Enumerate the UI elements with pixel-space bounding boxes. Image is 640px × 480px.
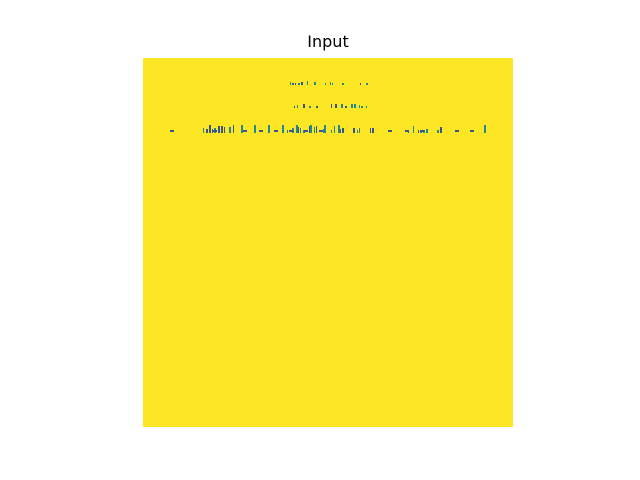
pixel-glyph-mark (342, 83, 344, 85)
pixel-glyph-mark (297, 105, 298, 108)
pixel-glyph-mark (307, 81, 308, 85)
pixel-glyph-mark (224, 127, 225, 133)
pixel-glyph-mark (325, 83, 326, 85)
pixel-glyph-mark (209, 125, 211, 133)
pixel-dash-mark (274, 130, 278, 132)
pixel-dash-mark (243, 130, 247, 132)
pixel-dash-mark (170, 130, 174, 132)
pixel-tick-mark (268, 125, 270, 133)
pixel-glyph-mark (426, 129, 428, 133)
pixel-glyph-mark (316, 106, 318, 108)
pixel-dash-mark (405, 130, 409, 132)
pixel-glyph-mark (314, 127, 315, 133)
pixel-glyph-mark (332, 83, 333, 85)
pixel-dash-mark (319, 130, 323, 132)
text-strip-line-1 (290, 81, 368, 85)
input-image (143, 58, 513, 427)
pixel-dash-mark (420, 130, 424, 132)
pixel-glyph-mark (357, 130, 358, 133)
pixel-glyph-mark (292, 83, 294, 85)
pixel-glyph-mark (360, 83, 361, 85)
pixel-tick-mark (338, 125, 340, 133)
image-background (143, 58, 513, 427)
pixel-glyph-mark (418, 130, 419, 133)
pixel-tick-mark (241, 125, 243, 133)
pixel-glyph-mark (287, 130, 288, 133)
pixel-glyph-mark (290, 82, 291, 85)
text-strip-line-3 (170, 125, 486, 133)
pixel-dash-mark (388, 130, 392, 132)
input-image-panel (143, 58, 513, 427)
pixel-glyph-mark (206, 129, 208, 133)
pixel-glyph-mark (298, 83, 300, 85)
pixel-glyph-mark (353, 128, 355, 133)
pixel-glyph-mark (366, 106, 367, 108)
pixel-glyph-mark (359, 128, 360, 133)
pixel-glyph-mark (341, 104, 343, 108)
pixel-glyph-mark (413, 126, 414, 133)
pixel-dash-mark (470, 130, 474, 132)
figure-title: Input (307, 32, 349, 51)
pixel-glyph-mark (314, 82, 316, 85)
pixel-glyph-mark (309, 126, 310, 133)
pixel-tick-mark (324, 125, 326, 133)
pixel-glyph-mark (294, 106, 295, 108)
pixel-dash-mark (455, 130, 459, 132)
pixel-glyph-mark (361, 106, 363, 108)
pixel-glyph-mark (345, 106, 347, 108)
pixel-glyph-mark (351, 104, 353, 108)
pixel-glyph-mark (221, 126, 223, 133)
pixel-glyph-mark (303, 104, 305, 108)
pixel-glyph-mark (301, 82, 303, 85)
pixel-glyph-mark (359, 105, 360, 108)
pixel-glyph-mark (229, 127, 231, 133)
pixel-glyph-mark (370, 128, 371, 133)
pixel-glyph-mark (316, 126, 317, 133)
pixel-glyph-mark (203, 128, 204, 133)
pixel-glyph-mark (330, 82, 331, 85)
pixel-dash-mark (259, 130, 263, 132)
text-strip-line-2 (294, 104, 367, 108)
pixel-dash-mark (213, 130, 217, 132)
pixel-tick-mark (282, 125, 284, 133)
pixel-glyph-mark (334, 126, 335, 133)
pixel-dash-mark (289, 130, 293, 132)
pixel-glyph-mark (437, 130, 439, 133)
pixel-glyph-mark (323, 129, 324, 133)
pixel-tick-mark (296, 125, 298, 133)
pixel-glyph-mark (342, 128, 344, 133)
pixel-glyph-mark (233, 125, 234, 133)
pixel-dash-mark (304, 130, 308, 132)
pixel-tick-mark (484, 125, 486, 133)
pixel-glyph-mark (331, 104, 332, 108)
pixel-glyph-mark (354, 104, 356, 108)
pixel-glyph-mark (295, 83, 296, 85)
pixel-glyph-mark (335, 104, 337, 108)
pixel-glyph-mark (440, 127, 442, 133)
pixel-tick-mark (310, 125, 312, 133)
pixel-glyph-mark (212, 129, 213, 133)
pixel-glyph-mark (300, 128, 301, 133)
pixel-glyph-mark (372, 128, 374, 133)
pixel-tick-mark (254, 125, 256, 133)
pixel-glyph-mark (366, 83, 368, 85)
pixel-glyph-mark (331, 130, 332, 133)
pixel-glyph-mark (218, 126, 220, 133)
pixel-glyph-mark (309, 106, 311, 108)
